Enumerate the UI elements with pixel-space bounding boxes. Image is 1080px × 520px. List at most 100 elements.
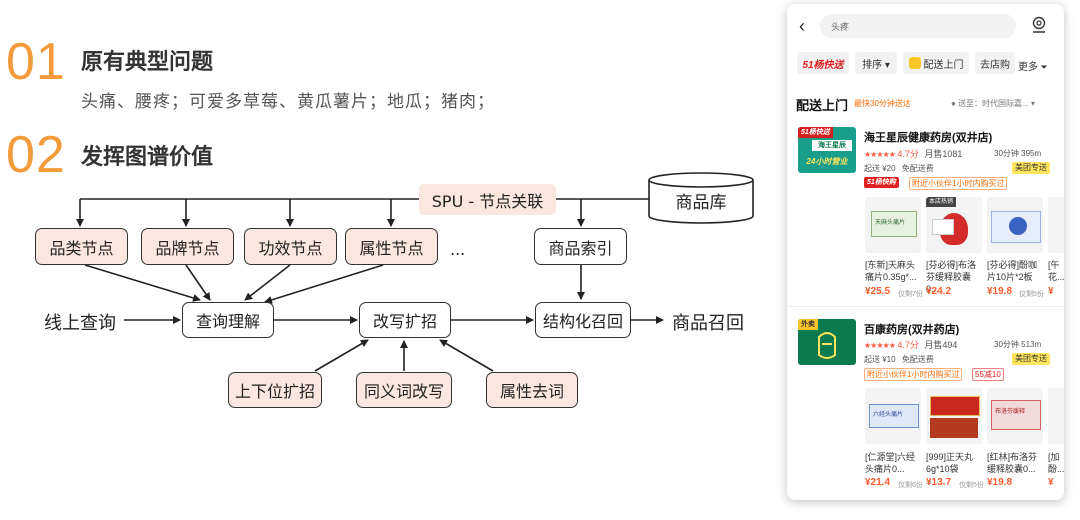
- product-price-1-4: ¥: [1048, 286, 1054, 297]
- brand-filter-chip[interactable]: 51杨快送: [797, 52, 849, 74]
- location-icon: ●: [951, 99, 959, 108]
- product-image-2-2[interactable]: [926, 388, 982, 444]
- store-1-min-order-row: 起送 ¥20 免配送费: [864, 163, 934, 174]
- synonym-rewrite-box: 同义词改写: [356, 372, 452, 408]
- attribute-removal-box: 属性去词: [486, 372, 578, 408]
- product-name-2-3: [红林]布洛芬缓释胶囊0...: [987, 452, 1038, 474]
- store-1-rating: 4.7分: [897, 149, 919, 159]
- product-stock-1-3: 仅剩5份: [1019, 291, 1044, 298]
- store-2-logo: 外卖: [798, 319, 856, 365]
- product-name-1-1: [东新]天麻头痛片0.35g*...: [865, 260, 917, 282]
- star-rating-icon: ★★★★★: [864, 150, 896, 159]
- effect-node: 功效节点: [244, 228, 337, 265]
- product-database-label: 商品库: [675, 193, 727, 213]
- section-number-02: 02: [6, 126, 66, 184]
- category-node: 品类节点: [35, 228, 128, 265]
- query-understanding-box: 查询理解: [182, 302, 274, 338]
- sort-filter-chip[interactable]: 排序 ▾: [855, 52, 897, 74]
- product-image-2-1[interactable]: 六经头痛片: [865, 388, 921, 444]
- store-1-fee: 免配送费: [901, 164, 934, 173]
- store-2-min-order-row: 起送 ¥10 免配送费: [864, 354, 934, 365]
- store-2-monthly-sales: 月售494: [924, 340, 958, 350]
- more-filter-label: 更多: [1018, 62, 1038, 73]
- product-image-1-3[interactable]: [987, 197, 1043, 253]
- product-name-1-4: [午花...: [1048, 260, 1064, 282]
- product-price-2-1: ¥21.4: [865, 477, 891, 488]
- store-2-time-distance: 30分钟 513m: [994, 340, 1042, 349]
- product-image-1-2[interactable]: 本店热销: [926, 197, 982, 253]
- product-name-2-2: [999]正天丸6g*10袋: [926, 452, 974, 474]
- store-1-rating-row: ★★★★★ 4.7分 月售1081: [864, 147, 962, 160]
- delivery-location[interactable]: ● 送至：时代国际嘉... ▾: [951, 98, 1056, 109]
- delivery-location-text: 送至：时代国际嘉... ▾: [958, 99, 1035, 108]
- product-price-1-1: ¥25.5: [865, 286, 891, 297]
- rewrite-expansion-box: 改写扩招: [359, 302, 451, 338]
- more-nodes-ellipsis: ...: [450, 240, 466, 259]
- store-1-mt-tag: 美团专送: [1012, 162, 1050, 174]
- spu-node-link-label: SPU - 节点关联: [419, 184, 556, 215]
- product-stock-2-1: 仅剩6份: [898, 482, 923, 489]
- product-image-2-3[interactable]: 布洛芬缓释: [987, 388, 1043, 444]
- product-name-2-4: [加酚...: [1048, 452, 1064, 474]
- product-price-2-2: ¥13.7: [926, 477, 952, 488]
- store-1-name: 海王星辰健康药房(双井店): [864, 132, 993, 144]
- store-1-logo: 51杨快送 海王星辰 24小时营业: [798, 127, 856, 173]
- store-1-promo-badge: 51杨快购: [864, 177, 899, 188]
- delivery-icon: [908, 57, 921, 69]
- store-2-mt-tag: 美团专送: [1012, 353, 1050, 365]
- store-2-min-order: 起送 ¥10: [864, 355, 896, 364]
- delivery-section-title: 配送上门: [796, 98, 849, 113]
- pickup-filter-chip[interactable]: 去店购: [975, 52, 1015, 74]
- more-filter-button[interactable]: 更多 ⏷: [1018, 58, 1048, 73]
- divider: [787, 306, 1064, 307]
- search-input[interactable]: 头疼: [820, 14, 1016, 38]
- store-2-promo-text: 附近小伙伴1小时内购买过: [864, 368, 963, 381]
- store-1-min-order: 起送 ¥20: [864, 164, 896, 173]
- brand-node: 品牌节点: [141, 228, 234, 265]
- flow-arrows: [76, 198, 664, 372]
- search-query: 头疼: [831, 22, 850, 32]
- star-rating-icon: ★★★★★: [864, 341, 896, 350]
- product-recall-label: 商品召回: [672, 313, 744, 334]
- section-number-01: 01: [6, 33, 66, 91]
- store-2-rating-row: ★★★★★ 4.7分 月售494: [864, 338, 957, 351]
- delivery-filter-chip[interactable]: 配送上门: [903, 52, 969, 74]
- product-name-1-2: [芬必得]布洛芬缓释胶囊0...: [926, 260, 977, 294]
- delivery-section-subtitle: 最快30分钟送达: [854, 99, 911, 108]
- product-stock-2-2: 仅剩5份: [959, 482, 984, 489]
- location-pin-icon[interactable]: [1031, 16, 1047, 34]
- store-1-promo-text: 附近小伙伴1小时内购买过: [909, 177, 1008, 190]
- phone-screenshot: ‹ 头疼 51杨快送 排序 ▾ 配送上门 去店购 更多 ⏷ 配送上门 最快30分…: [787, 4, 1064, 500]
- product-name-2-1: [仁源堂]六经头痛片0...: [865, 452, 916, 474]
- product-stock-1-1: 仅剩7份: [898, 291, 923, 298]
- product-price-2-3: ¥19.8: [987, 477, 1013, 488]
- product-image-2-4[interactable]: [1048, 388, 1064, 444]
- store-2-fee: 免配送费: [901, 355, 934, 364]
- back-arrow-icon[interactable]: ‹: [799, 16, 805, 36]
- store-1-logo-line2: 24小时营业: [806, 157, 848, 166]
- store-2-name: 百康药房(双井药店): [864, 324, 960, 336]
- section-title-2: 发挥图谱价值: [81, 145, 214, 170]
- product-image-1-4[interactable]: [1048, 197, 1064, 253]
- section-title-1: 原有典型问题: [81, 50, 214, 75]
- problem-examples: 头痛、腰疼；可爱多草莓、黄瓜薯片；地瓜；猪肉；: [81, 92, 495, 112]
- product-image-1-1[interactable]: 天麻头痛片: [865, 197, 921, 253]
- hot-sale-badge: 本店热销: [926, 197, 957, 207]
- store-2-rating: 4.7分: [897, 340, 919, 350]
- store-2-discount: 55减10: [972, 368, 1004, 381]
- store-1-time-distance: 30分钟 395m: [994, 149, 1042, 158]
- store-1-logo-line1: 海王星辰: [812, 140, 852, 151]
- delivery-filter-label: 配送上门: [923, 59, 964, 71]
- store-1-monthly-sales: 月售1081: [924, 149, 963, 159]
- product-price-1-2: ¥24.2: [926, 286, 952, 297]
- product-database-icon: [648, 172, 754, 224]
- attribute-node: 属性节点: [345, 228, 438, 265]
- product-index-box: 商品索引: [534, 228, 627, 265]
- hypernym-expansion-box: 上下位扩招: [228, 372, 322, 408]
- online-query-label: 线上查询: [44, 313, 116, 334]
- filter-funnel-icon: ⏷: [1038, 62, 1048, 72]
- product-price-2-4: ¥: [1048, 477, 1054, 488]
- store-1-badge: 51杨快送: [798, 127, 833, 138]
- product-price-1-3: ¥19.8: [987, 286, 1013, 297]
- store-2-emblem-icon: [818, 332, 836, 359]
